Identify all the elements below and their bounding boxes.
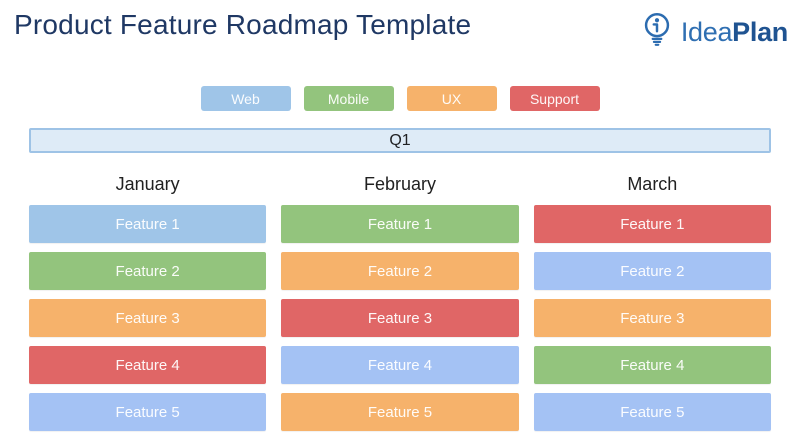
feature-bar-january-2[interactable]: Feature 2	[29, 252, 267, 290]
feature-bar-february-4[interactable]: Feature 4	[281, 346, 519, 384]
logo-word-plan: Plan	[732, 16, 788, 47]
feature-bar-march-4[interactable]: Feature 4	[533, 346, 771, 384]
feature-grid: Feature 1 Feature 1 Feature 1 Feature 2 …	[29, 205, 771, 431]
legend: Web Mobile UX Support	[0, 86, 800, 111]
ideaplan-logo: IdeaPlan	[638, 8, 788, 53]
feature-bar-march-1[interactable]: Feature 1	[533, 205, 771, 243]
legend-chip-ux[interactable]: UX	[406, 86, 497, 111]
feature-bar-february-1[interactable]: Feature 1	[281, 205, 519, 243]
lightbulb-idea-icon	[638, 10, 676, 53]
feature-bar-january-3[interactable]: Feature 3	[29, 299, 267, 337]
feature-bar-february-2[interactable]: Feature 2	[281, 252, 519, 290]
page-title: Product Feature Roadmap Template	[14, 9, 472, 40]
quarter-header-q1[interactable]: Q1	[29, 128, 771, 153]
legend-chip-web[interactable]: Web	[200, 86, 291, 111]
feature-bar-march-5[interactable]: Feature 5	[533, 393, 771, 431]
month-label-january: January	[115, 174, 180, 194]
feature-bar-january-4[interactable]: Feature 4	[29, 346, 267, 384]
month-headers: January February March	[29, 172, 771, 196]
feature-bar-february-3[interactable]: Feature 3	[281, 299, 519, 337]
legend-chip-mobile[interactable]: Mobile	[303, 86, 394, 111]
feature-bar-january-1[interactable]: Feature 1	[29, 205, 267, 243]
page-header: Product Feature Roadmap Template IdeaPla…	[0, 0, 800, 53]
logo-wordmark: IdeaPlan	[681, 13, 788, 51]
feature-bar-march-2[interactable]: Feature 2	[533, 252, 771, 290]
month-label-february: February	[363, 174, 436, 194]
feature-bar-january-5[interactable]: Feature 5	[29, 393, 267, 431]
month-label-march: March	[627, 174, 678, 194]
feature-bar-march-3[interactable]: Feature 3	[533, 299, 771, 337]
feature-bar-february-5[interactable]: Feature 5	[281, 393, 519, 431]
legend-chip-support[interactable]: Support	[509, 86, 600, 111]
logo-word-idea: Idea	[680, 16, 733, 47]
